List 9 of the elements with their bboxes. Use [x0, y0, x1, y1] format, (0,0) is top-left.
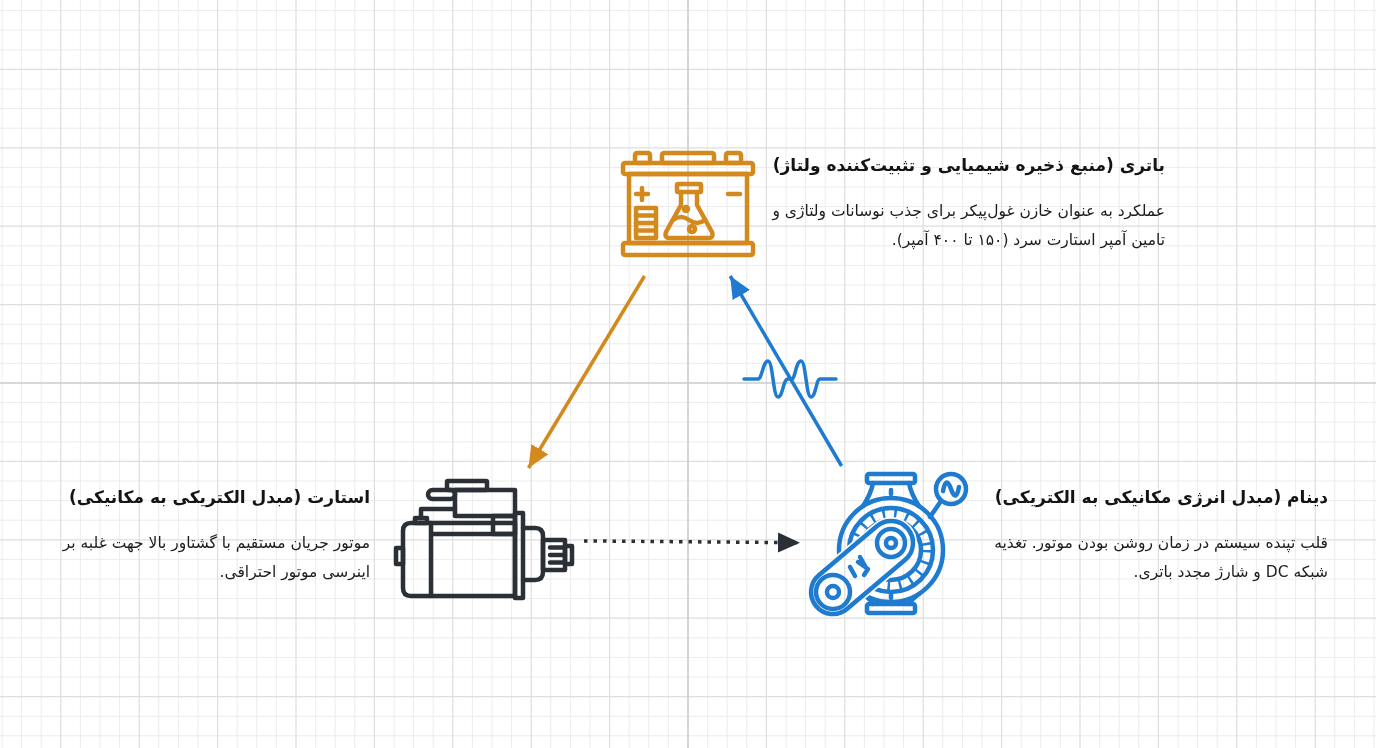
component-description: قلب تپنده سیستم در زمان روشن بودن موتور. تغذیه شبکه DC و شارژ مجدد باتری.	[993, 533, 1328, 584]
arrow	[728, 275, 844, 467]
component-title: دینام (مبدل انرژی مکانیکی به الکتریکی)	[993, 486, 1328, 510]
dotted-arrow	[584, 532, 800, 553]
component-title: باتری (منبع ذخیره شیمیایی و تثبیت‌کننده ولتاژ)	[771, 154, 1165, 178]
arrow	[527, 275, 646, 469]
component-title: استارت (مبدل الکتریکی به مکانیکی)	[68, 486, 370, 510]
component-description: عملکرد به عنوان خازن غول‌پیکر برای جذب نوسانات ولتاژی و تامین آمپر استارت سرد (۱۵۰ تا ۴۰۰ آمپر).	[771, 201, 1165, 252]
component-description: موتور جریان مستقیم با گشتاور بالا جهت غلبه بر اینرسی موتور احتراقی.	[61, 533, 370, 583]
